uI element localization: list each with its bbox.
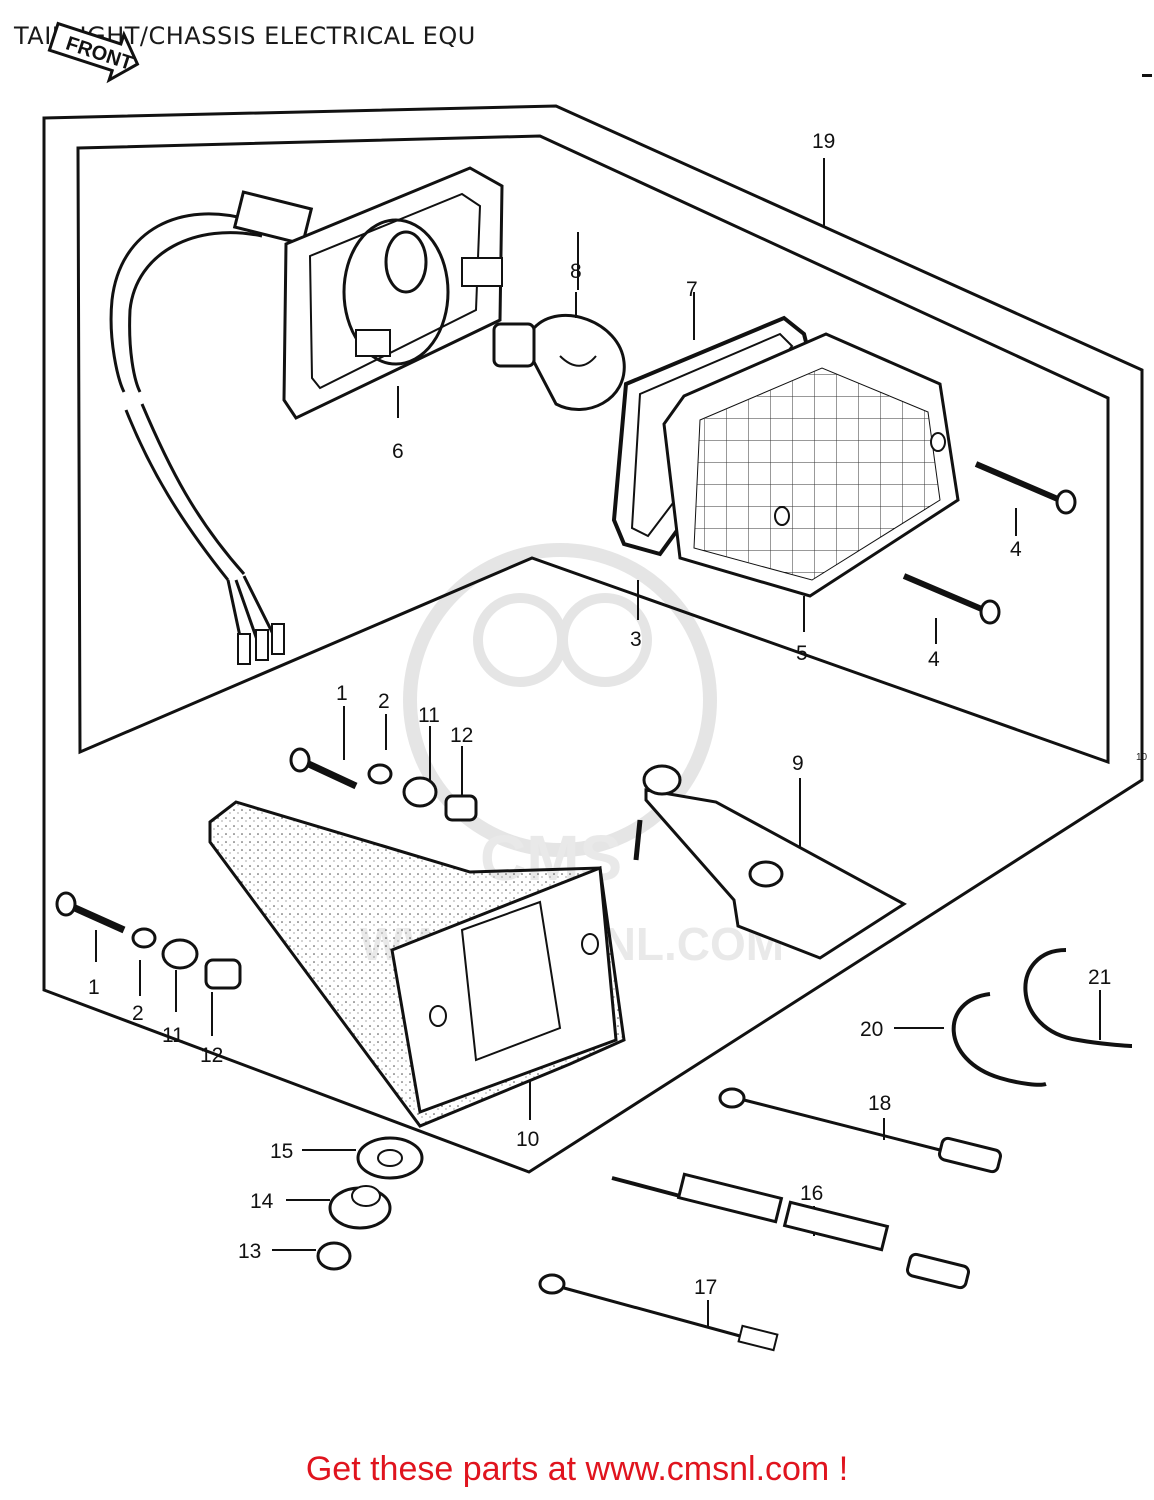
callout-9: 9 (792, 752, 804, 775)
callout-13: 13 (238, 1240, 261, 1263)
callout-3: 3 (630, 628, 642, 651)
upper-fasteners (289, 747, 478, 822)
part-8-bulb (492, 292, 626, 411)
callout-12-lower: 12 (200, 1044, 223, 1067)
callout-18: 18 (868, 1092, 891, 1115)
corner-mark (1142, 74, 1152, 77)
footer-banner[interactable]: Get these parts at www.cmsnl.com ! (305, 1450, 849, 1488)
part-10-housing (208, 800, 626, 1128)
callout-labels: 19 8 7 6 4 3 5 4 1 2 11 12 9 1 21 2 20 1… (88, 130, 1111, 1299)
part-6-lamp-base (282, 166, 504, 420)
callout-15: 15 (270, 1140, 293, 1163)
callout-10: 10 (516, 1128, 539, 1151)
callout-11-upper: 11 (418, 704, 440, 727)
callout-17: 17 (694, 1276, 717, 1299)
callout-14: 14 (250, 1190, 274, 1213)
sub-assembly-outline (76, 134, 1110, 765)
callout-5: 5 (796, 642, 808, 665)
callout-1-lower: 1 (88, 976, 100, 999)
callout-11-lower: 11 (162, 1024, 184, 1047)
callout-2-upper: 2 (378, 690, 390, 713)
callout-4-lower: 4 (928, 648, 940, 671)
callout-16: 16 (800, 1182, 823, 1205)
callout-2-lower: 2 (132, 1002, 144, 1025)
part-18-wire (718, 1087, 1002, 1174)
part-5-lens (662, 332, 960, 632)
lower-fasteners (55, 891, 242, 990)
callout-7: 7 (686, 278, 698, 301)
grommet-parts (316, 1136, 424, 1271)
callout-12-upper: 12 (450, 724, 473, 747)
part-17-wire (538, 1273, 779, 1352)
harness-connector (232, 190, 314, 665)
assembly-outline (42, 104, 1144, 1174)
part-4-screws (902, 461, 1077, 644)
wiring-harness (109, 212, 282, 661)
part-16-wire (611, 1172, 970, 1290)
front-arrow-icon: FRONT (47, 21, 140, 84)
callout-20: 20 (860, 1018, 883, 1041)
callout-4-upper: 4 (1010, 538, 1022, 561)
callout-8: 8 (570, 260, 582, 283)
part-9-bracket (633, 764, 907, 960)
callout-1-upper: 1 (336, 682, 348, 705)
callout-21: 21 (1088, 966, 1111, 989)
clamp-parts (951, 948, 1133, 1087)
leader-lines (95, 158, 1101, 1326)
callout-19: 19 (812, 130, 835, 153)
callout-6: 6 (392, 440, 404, 463)
